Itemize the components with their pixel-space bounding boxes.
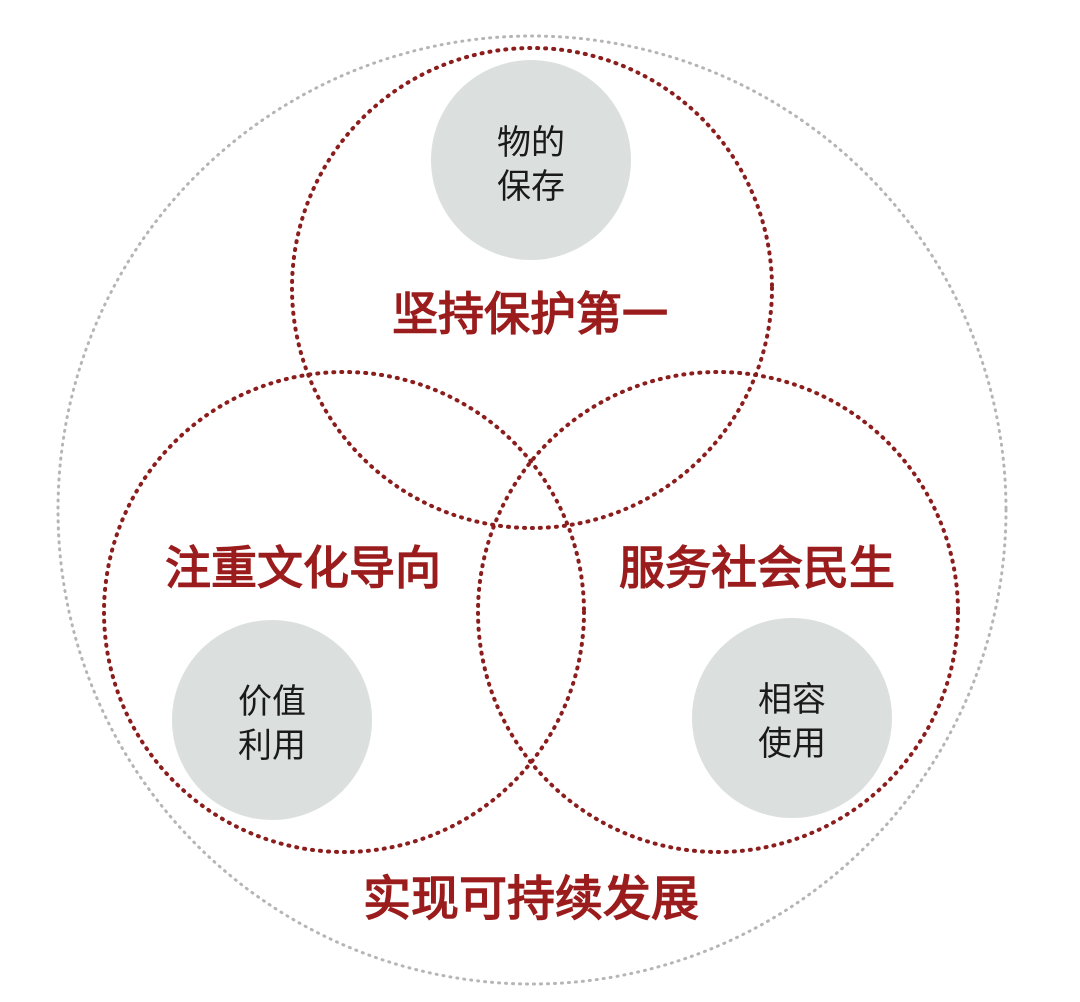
principle-top-label: 坚持保护第一 (392, 287, 668, 341)
node-top: 物的 保存 (431, 60, 631, 260)
principle-right-label: 服务社会民生 (619, 541, 895, 595)
venn-circle-left (102, 370, 586, 854)
node-right-line2: 使用 (758, 724, 826, 764)
node-left: 价值 利用 (172, 620, 372, 820)
outer-boundary-ring (56, 34, 1008, 986)
node-left-line2: 利用 (238, 726, 306, 766)
node-top-line1: 物的 (497, 123, 565, 163)
principle-left-label: 注重文化导向 (165, 541, 441, 595)
node-left-line1: 价值 (238, 682, 306, 722)
goal-label: 实现可持续发展 (363, 871, 699, 927)
node-left-circle (172, 620, 372, 820)
node-top-line2: 保存 (497, 167, 565, 207)
venn-circle-top (290, 46, 774, 530)
node-right-circle (692, 618, 892, 818)
node-right-line1: 相容 (758, 680, 826, 720)
venn-circle-right (476, 370, 960, 854)
node-right: 相容 使用 (692, 618, 892, 818)
node-top-circle (431, 60, 631, 260)
